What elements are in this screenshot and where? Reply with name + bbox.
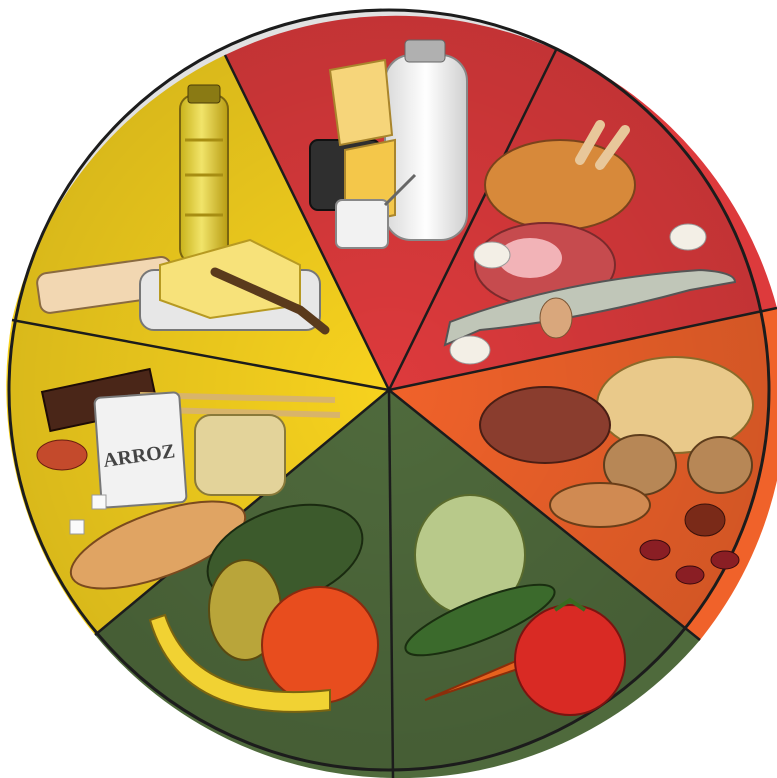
sugar-cube-icon [70,520,84,534]
egg-icon [474,242,510,268]
pasta-jar-icon [195,415,285,495]
bean-icon [640,540,670,560]
almond-icon [550,483,650,527]
sausage-icon [37,440,87,470]
orange-icon [262,587,378,703]
cheese-wedge-icon [330,60,392,145]
yogurt-cup-icon [336,200,388,248]
bottle-cap-icon [188,85,220,103]
sweet-potato-icon [480,387,610,463]
tomato-icon [515,605,625,715]
oil-bottle-icon [180,95,228,263]
milk-bottle-icon [385,55,467,240]
